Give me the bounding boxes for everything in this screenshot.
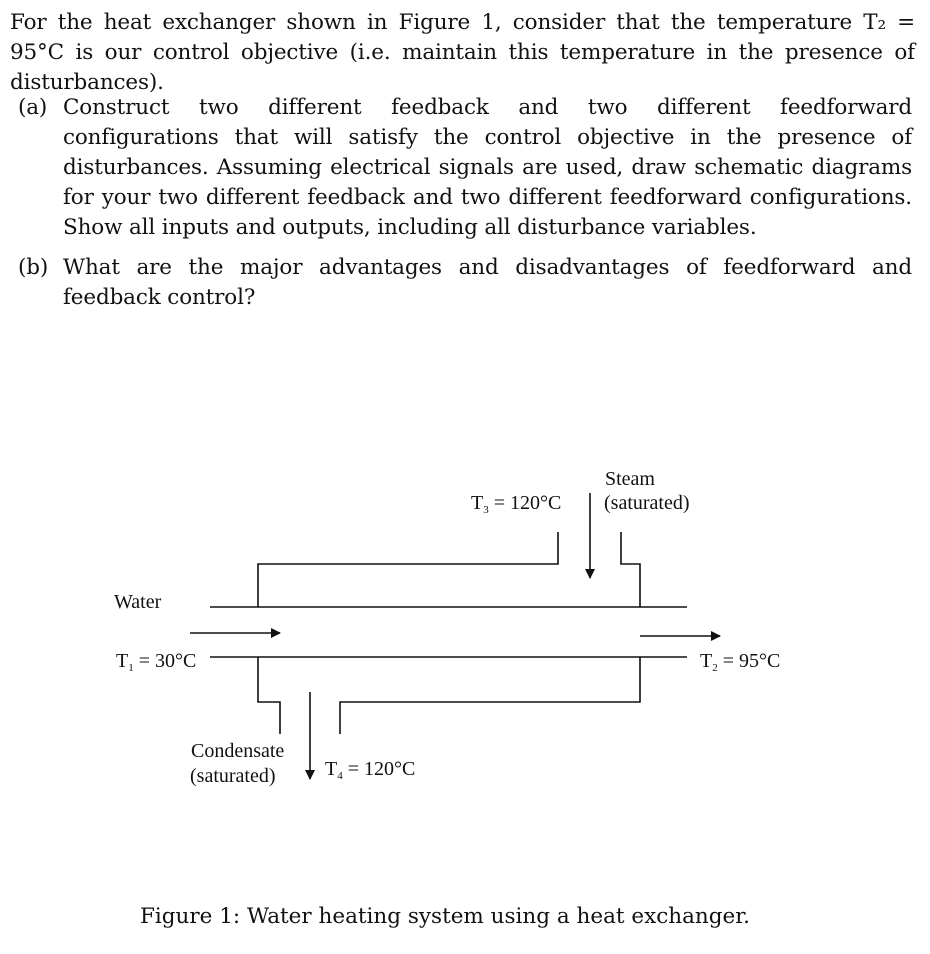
t1-symbol: T [116, 650, 129, 672]
t2-label: T2 = 95°C [700, 650, 780, 680]
t4-subscript: 4 [337, 770, 343, 782]
condensate-saturated-label: (saturated) [190, 765, 276, 787]
shell-bottom-right [339, 657, 641, 734]
shell-top-left [257, 532, 559, 607]
t2-symbol: T [700, 650, 713, 672]
shell-top-right [620, 532, 641, 607]
t4-value: = 120°C [342, 758, 416, 780]
t3-symbol: T [471, 492, 484, 514]
shell-bottom-left [257, 657, 281, 734]
t3-subscript: 3 [483, 504, 489, 516]
water-label: Water [114, 591, 162, 613]
t3-label: T3 = 120°C [471, 492, 561, 522]
t4-symbol: T [325, 758, 338, 780]
question-b-label: (b) [18, 255, 49, 280]
t4-label: T4 = 120°C [325, 758, 415, 788]
question-b-text: What are the major advantages and disadv… [63, 255, 912, 310]
condensate-label: Condensate [191, 740, 285, 762]
intro-text-before: For the heat exchanger shown in Figure 1… [10, 10, 864, 35]
figure-caption: Figure 1: Water heating system using a h… [139, 904, 751, 929]
t3-value: = 120°C [488, 492, 562, 514]
intro-math: T₂ = 95°C [10, 10, 915, 65]
steam-label: Steam [605, 468, 655, 490]
problem-intro: For the heat exchanger shown in Figure 1… [10, 8, 915, 98]
t2-subscript: 2 [712, 662, 718, 674]
question-b: (b) What are the major advantages and di… [18, 253, 912, 313]
intro-text-after: is our control objective (i.e. maintain … [10, 40, 915, 95]
t1-value: = 30°C [133, 650, 197, 672]
t1-label: T1 = 30°C [116, 650, 196, 680]
t1-subscript: 1 [128, 662, 134, 674]
question-a: (a) Construct two different feedback and… [18, 93, 912, 243]
steam-saturated-label: (saturated) [604, 492, 690, 514]
question-a-label: (a) [18, 95, 48, 120]
question-a-text: Construct two different feedback and two… [63, 95, 912, 240]
t2-value: = 95°C [717, 650, 781, 672]
